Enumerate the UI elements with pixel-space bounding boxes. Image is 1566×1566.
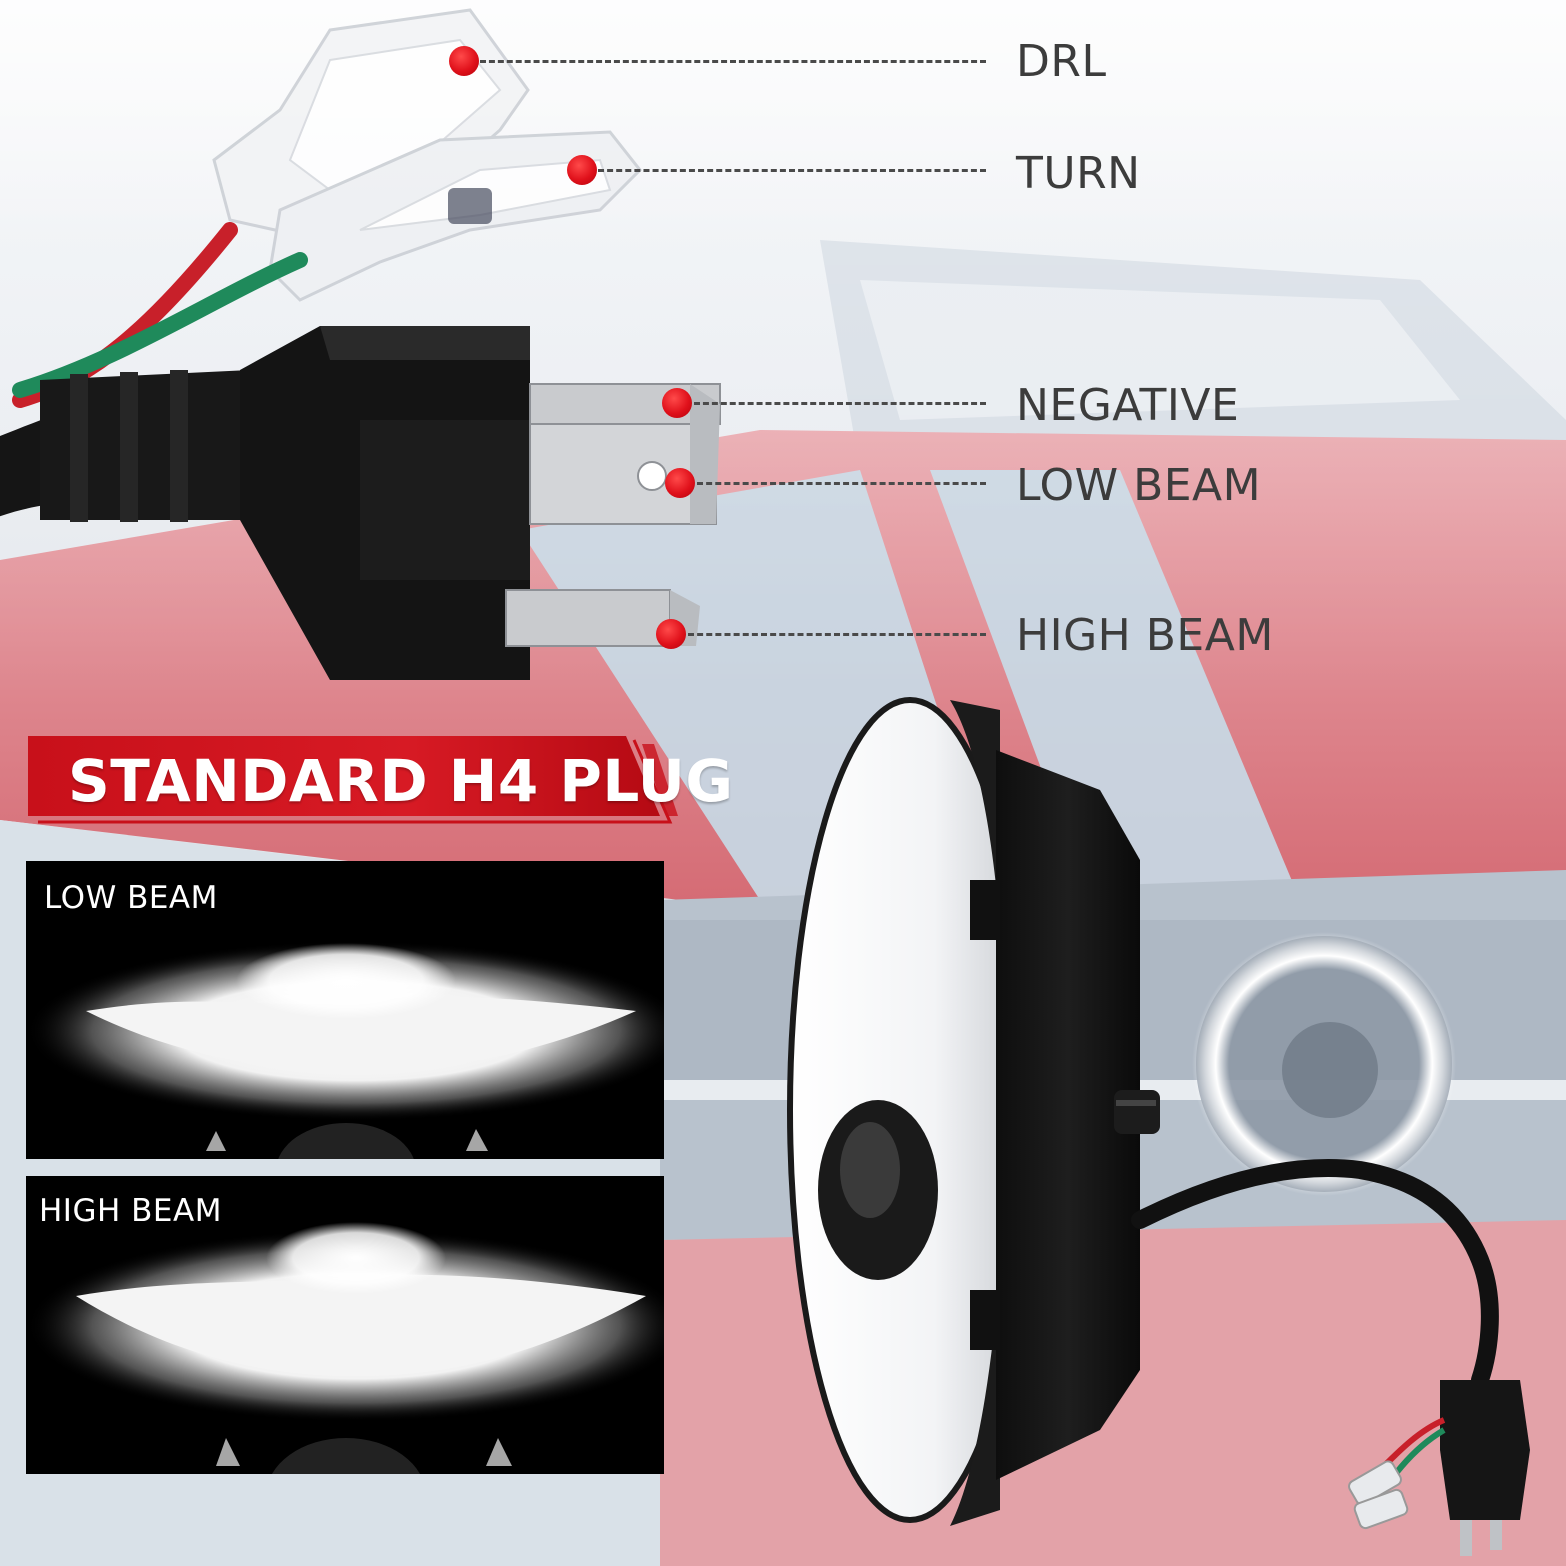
h4-plug-image — [0, 8, 721, 680]
banner-text: STANDARD H4 PLUG — [68, 747, 734, 815]
negative-label: NEGATIVE — [1016, 380, 1240, 431]
drl-label: DRL — [1016, 36, 1107, 87]
standard-h4-plug-banner: STANDARD H4 PLUG — [28, 736, 733, 830]
low-beam-marker — [665, 468, 695, 498]
turn-marker — [567, 155, 597, 185]
high-beam-panel-title: HIGH BEAM — [39, 1193, 222, 1229]
turn-label: TURN — [1016, 148, 1141, 199]
high-beam-label: HIGH BEAM — [1016, 610, 1274, 661]
low-beam-light-pattern — [26, 941, 664, 1159]
drl-marker — [449, 46, 479, 76]
round-headlight-image — [787, 697, 1530, 1556]
turn-leader-line — [598, 169, 986, 172]
negative-leader-line — [694, 402, 986, 405]
drl-leader-line — [480, 60, 986, 63]
negative-marker — [662, 388, 692, 418]
low-beam-panel-title: LOW BEAM — [44, 880, 218, 916]
high-beam-marker — [656, 619, 686, 649]
high-beam-light-pattern — [26, 1222, 664, 1474]
low-beam-pattern-panel: LOW BEAM — [26, 861, 664, 1159]
low-beam-leader-line — [697, 482, 986, 485]
low-beam-label: LOW BEAM — [1016, 460, 1262, 511]
high-beam-leader-line — [688, 633, 986, 636]
high-beam-pattern-panel: HIGH BEAM — [26, 1176, 664, 1474]
